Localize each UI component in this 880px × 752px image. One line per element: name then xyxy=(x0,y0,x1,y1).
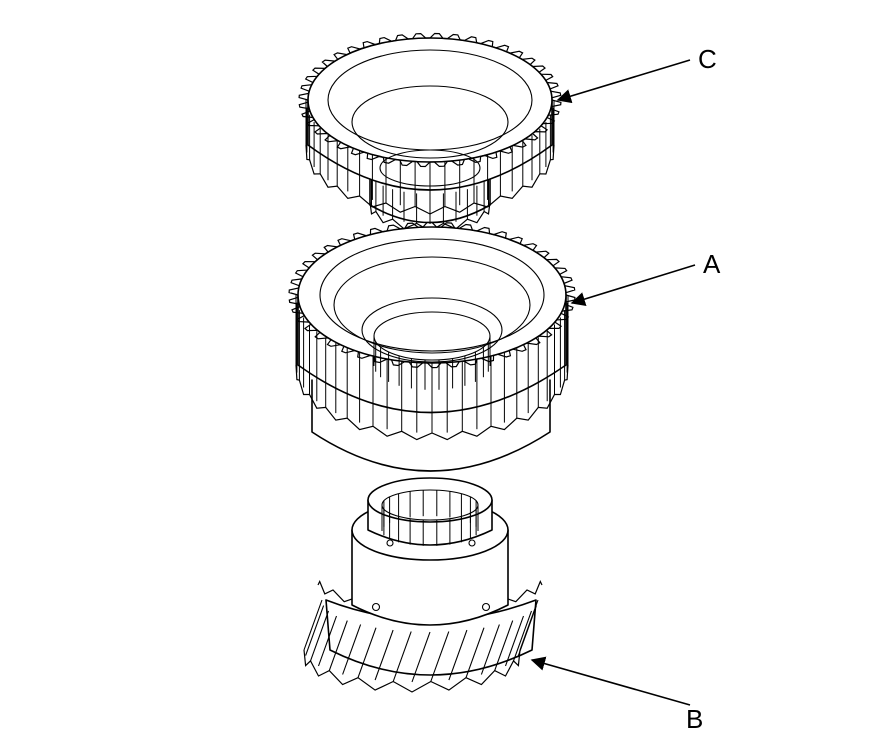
gear-tooth-outline xyxy=(288,221,576,369)
gear-a-inner-rim xyxy=(319,238,545,352)
gear-c xyxy=(298,32,562,232)
gear-tooth-edge xyxy=(295,364,569,441)
gear-a xyxy=(288,221,576,472)
helical-tooth xyxy=(309,610,330,662)
callout-b: B xyxy=(530,656,703,734)
oil-hole-icon xyxy=(481,602,491,612)
leader-arrow-c xyxy=(556,59,691,104)
oil-hole-icon xyxy=(371,602,381,612)
helical-tooth xyxy=(411,631,431,683)
helical-tooth xyxy=(519,599,539,651)
gear-a-bearing-rollers xyxy=(373,336,491,390)
gear-b-bearing-top xyxy=(367,477,493,523)
gear-tooth-outline xyxy=(298,32,562,168)
gear-c-bore xyxy=(379,149,481,187)
helical-tooth xyxy=(328,620,348,671)
helical-tooth xyxy=(357,627,377,678)
helical-tooth xyxy=(303,599,323,651)
callout-c: C xyxy=(556,44,717,104)
oil-hole-icon xyxy=(468,539,476,547)
helical-tooth xyxy=(342,624,362,675)
helical-tooth xyxy=(305,605,325,656)
helical-tooth xyxy=(494,620,514,671)
helical-tooth xyxy=(317,615,338,667)
helical-tooth xyxy=(448,629,468,681)
oil-hole-icon xyxy=(386,539,394,547)
helical-tooth xyxy=(480,624,500,675)
gear-a-rim-teeth xyxy=(288,221,576,369)
gear-a-inner-step xyxy=(333,256,531,354)
gear-b-bearing-rollers xyxy=(381,490,479,546)
gear-b-helical-teeth xyxy=(303,580,543,693)
leader-arrow-b xyxy=(530,656,691,706)
gear-c-inner-step xyxy=(351,85,509,159)
helical-tooth xyxy=(374,629,394,681)
gear-tooth-edge xyxy=(305,144,555,215)
helical-tooth xyxy=(512,610,533,662)
gear-a-side-teeth xyxy=(295,295,569,441)
gear-a-bearing-outer xyxy=(361,297,503,363)
callout-label-a: A xyxy=(703,249,721,279)
callout-label-b: B xyxy=(686,704,703,734)
gear-a-top-rim xyxy=(297,226,567,364)
gear-b xyxy=(303,477,543,693)
helical-tooth xyxy=(465,627,485,678)
leader-arrow-a xyxy=(570,264,696,307)
gear-c-rim-teeth xyxy=(298,32,562,168)
gear-c-side-teeth xyxy=(305,100,555,215)
helical-tooth xyxy=(392,631,412,682)
helical-tooth xyxy=(504,615,525,667)
helical-tooth xyxy=(430,631,450,682)
helical-tooth-edge xyxy=(303,649,521,693)
callout-label-c: C xyxy=(698,44,717,74)
gear-c-top-rim xyxy=(307,37,553,163)
callout-a: A xyxy=(570,249,721,307)
